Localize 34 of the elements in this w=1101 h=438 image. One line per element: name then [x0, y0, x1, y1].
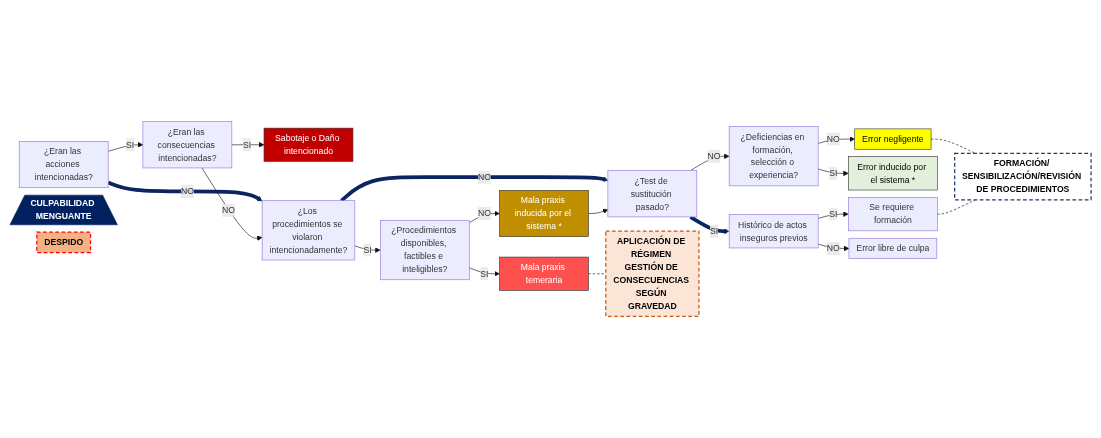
node-box: ¿Los procedimientos se violaron intencionadamente?: [261, 200, 356, 261]
node-box: Mala praxis inducida por el sistema *: [499, 190, 589, 237]
node-box: Se requiere formación: [848, 197, 938, 232]
node-box: Histórico de actos inseguros previos: [728, 214, 819, 249]
node-box: ¿Eran las consecuencias intencionadas?: [142, 121, 233, 169]
edge-label: SI: [242, 139, 252, 150]
node-box: DESPIDO: [36, 231, 92, 254]
edge-label: SI: [363, 244, 372, 255]
edge-label: SI: [709, 226, 719, 236]
edge-label: NO: [180, 186, 194, 197]
node-box: ¿Eran las acciones intencionadas?: [18, 141, 109, 189]
node-box: Error libre de culpa: [848, 237, 938, 259]
edge-label: NO: [477, 208, 491, 219]
node-box: ¿Deficiencias en formación, selección o experiencia?: [728, 126, 819, 187]
node-box: Sabotaje o Daño intencionado: [263, 127, 354, 162]
edge-label: SI: [480, 268, 489, 279]
node-box: ¿Test de sustitución pasado?: [607, 170, 698, 218]
edge-label: NO: [477, 171, 491, 182]
edge-label: NO: [826, 133, 840, 144]
node-box: APLICACIÓN DE RÉGIMEN GESTIÓN DE CONSECUENCIAS SEGÚN GRAVEDAD: [605, 230, 700, 317]
edge-label: NO: [826, 243, 840, 254]
node-box: ¿Procedimientos disponibles, factibles e inteligibles?: [380, 220, 470, 281]
edge-label: NO: [707, 150, 721, 161]
connector: [930, 138, 976, 154]
edge-label: SI: [829, 208, 838, 219]
node-box: Error negligente: [854, 128, 932, 150]
node-box: FORMACIÓN/ SENSIBILIZACIÓN/REVISIÓN DE PROCEDIMIENTOS: [954, 152, 1092, 201]
arrow: [689, 215, 730, 234]
edge-label: NO: [222, 205, 236, 215]
node-box: Mala praxis temeraria: [499, 256, 589, 291]
edge-label: SI: [126, 139, 135, 150]
node-box: Error inducido por el sistema *: [848, 156, 938, 191]
arrow: [107, 180, 263, 202]
edge-label: SI: [829, 168, 838, 178]
